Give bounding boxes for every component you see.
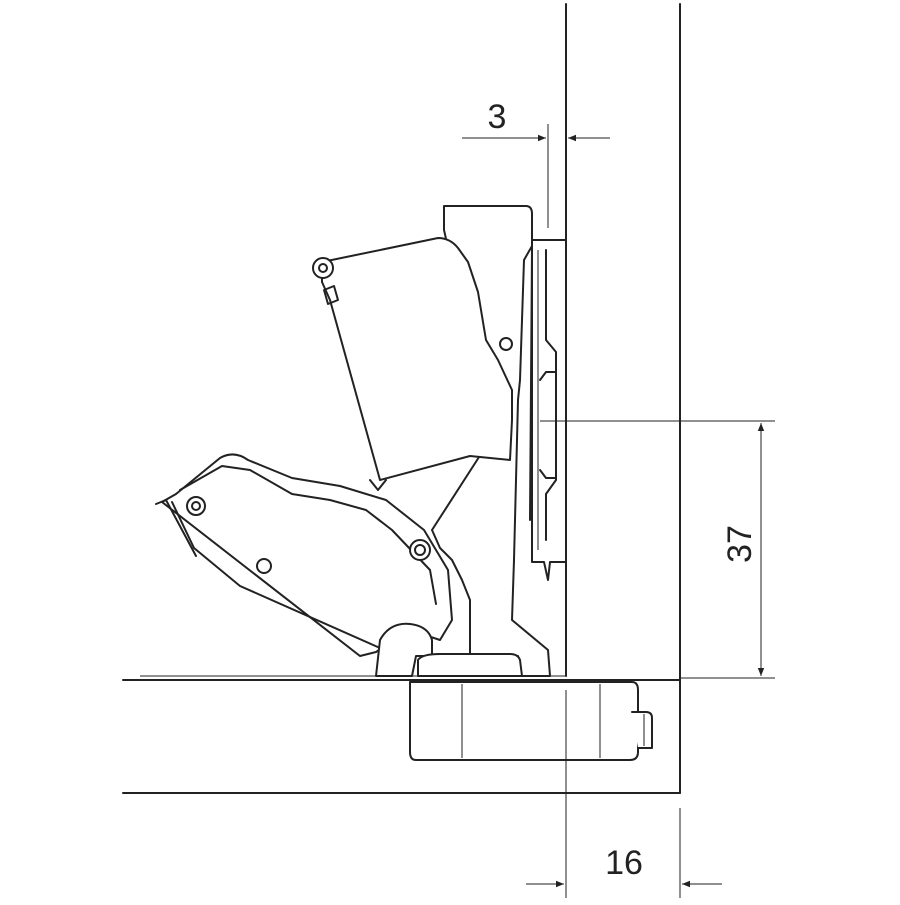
lower-link-arm <box>155 453 453 657</box>
dimension-top-gap: 3 <box>462 98 610 228</box>
cabinet-side-panel <box>565 3 681 681</box>
mounting-plate <box>531 239 567 581</box>
upper-link-arm <box>312 237 513 481</box>
dimension-bottom-offset: 16 <box>526 690 722 898</box>
dimension-side-height: 37 <box>540 420 775 679</box>
door-panel <box>122 675 681 794</box>
dimension-label-top-gap: 3 <box>488 98 507 136</box>
hinge-base-shoe <box>375 622 523 677</box>
dimension-label-side-height: 37 <box>721 525 759 563</box>
dimension-label-bottom-offset: 16 <box>605 844 643 882</box>
hinge-cup <box>409 681 653 761</box>
